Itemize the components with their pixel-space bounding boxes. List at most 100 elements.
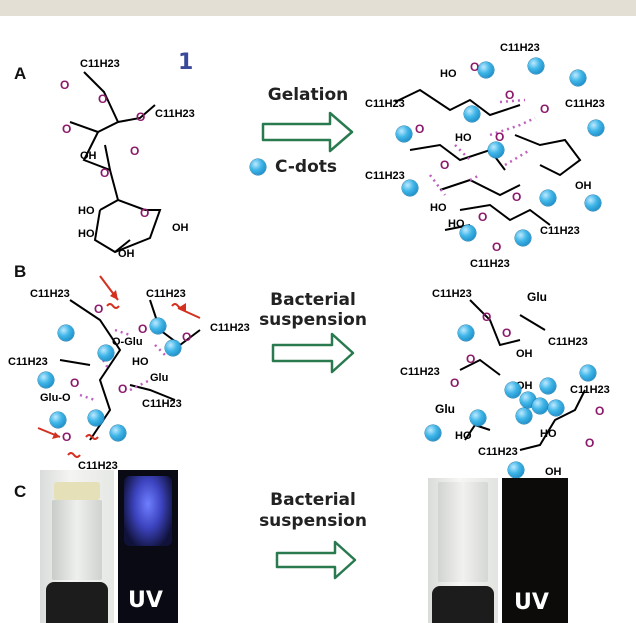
hydroxyl-label: HO (78, 228, 95, 240)
c-dot (460, 225, 476, 241)
solution-vial-photo (428, 478, 498, 623)
panel-b-arrow-label-line2: suspension (259, 310, 367, 330)
c-dot (570, 70, 586, 86)
hydroxyl-label: OH (575, 180, 592, 192)
oxygen-label: O (502, 326, 512, 340)
c-dots-legend-label: C-dots (275, 157, 338, 177)
c-dots-legend-dot (250, 159, 266, 175)
c-dot (470, 410, 486, 426)
c-dot (548, 400, 564, 416)
oxygen-label: O (482, 310, 492, 324)
uv-label-right: UV (514, 590, 549, 615)
oxygen-label: O (136, 110, 146, 124)
oxygen-label: O (512, 190, 522, 204)
oxygen-label: O (505, 88, 515, 102)
oxygen-label: O (62, 122, 72, 136)
oxygen-label: O (470, 60, 480, 74)
glucose-label: Glu-O (40, 392, 71, 404)
oxygen-label: O (118, 382, 128, 396)
c-dot (165, 340, 181, 356)
c-dot (150, 318, 166, 334)
c-dot (50, 412, 66, 428)
alkyl-label: C11H23 (570, 384, 610, 396)
oxygen-label: O (98, 92, 108, 106)
c-dot (88, 410, 104, 426)
oxygen-label: O (595, 404, 605, 418)
oxygen-label: O (182, 330, 192, 344)
c-dot (588, 120, 604, 136)
panel-b-arrow-label-line1: Bacterial (270, 290, 356, 310)
oxygen-label: O (495, 130, 505, 144)
c-dot (402, 180, 418, 196)
hydroxyl-label: HO (440, 68, 457, 80)
oxygen-label: O (466, 352, 476, 366)
oxygen-label: O (60, 78, 70, 92)
c-dot (516, 408, 532, 424)
hydroxyl-label: OH (516, 348, 533, 360)
compound-number: 1 (178, 50, 194, 75)
hydroxyl-label: HO (132, 356, 149, 368)
oxygen-label: O (585, 436, 595, 450)
alkyl-label: C11H23 (78, 460, 118, 472)
c-dot (585, 195, 601, 211)
panel-label-c: C (14, 482, 27, 501)
c-dot (58, 325, 74, 341)
gel-vial-photo (40, 470, 114, 623)
glucose-label: Glu (527, 290, 547, 304)
c-dot (110, 425, 126, 441)
c-dot (515, 230, 531, 246)
c-dot (540, 190, 556, 206)
alkyl-label: C11H23 (400, 366, 440, 378)
alkyl-label: C11H23 (365, 98, 405, 110)
glucose-label: O-Glu (112, 336, 143, 348)
oxygen-label: O (94, 302, 104, 316)
alkyl-label: C11H23 (432, 288, 472, 300)
oxygen-label: O (140, 206, 150, 220)
oxygen-label: O (415, 122, 425, 136)
uv-label-left: UV (128, 588, 163, 613)
c-dot (458, 325, 474, 341)
alkyl-label: C11H23 (30, 288, 70, 300)
alkyl-label: C11H23 (80, 58, 120, 70)
hydroxyl-label: HO (448, 218, 465, 230)
c-dot (580, 365, 596, 381)
oxygen-label: O (130, 144, 140, 158)
alkyl-label: C11H23 (548, 336, 588, 348)
alkyl-label: C11H23 (540, 225, 580, 237)
alkyl-label: C11H23 (500, 42, 540, 54)
oxygen-label: O (62, 430, 72, 444)
panel-c-arrow-label-line1: Bacterial (270, 490, 356, 510)
alkyl-label: C11H23 (478, 446, 518, 458)
c-dot (528, 58, 544, 74)
c-dot (532, 398, 548, 414)
alkyl-label: C11H23 (565, 98, 605, 110)
panel-label-b: B (14, 262, 27, 281)
oxygen-label: O (70, 376, 80, 390)
glucose-label: Glu (150, 372, 169, 384)
oxygen-label: O (100, 166, 110, 180)
hydroxyl-label: HO (78, 205, 95, 217)
alkyl-label: C11H23 (365, 170, 405, 182)
c-dot (464, 106, 480, 122)
glucose-label: Glu (435, 402, 455, 416)
c-dot (508, 462, 524, 478)
alkyl-label: C11H23 (210, 322, 250, 334)
hydroxyl-label: HO (430, 202, 447, 214)
hydroxyl-label: HO (540, 428, 557, 440)
c-dot (98, 345, 114, 361)
hydroxyl-label: HO (455, 430, 472, 442)
hydroxyl-label: OH (545, 466, 562, 478)
c-dot (505, 382, 521, 398)
c-dot (488, 142, 504, 158)
hydroxyl-label: OH (80, 150, 97, 162)
alkyl-label: C11H23 (146, 288, 186, 300)
oxygen-label: O (450, 376, 460, 390)
gelation-label: Gelation (267, 85, 349, 105)
oxygen-label: O (478, 210, 488, 224)
alkyl-label: C11H23 (142, 398, 182, 410)
alkyl-label: C11H23 (470, 258, 510, 270)
oxygen-label: O (440, 158, 450, 172)
c-dot (425, 425, 441, 441)
panel-label-a: A (14, 64, 27, 83)
solution-uv-photo: UV (502, 478, 568, 623)
